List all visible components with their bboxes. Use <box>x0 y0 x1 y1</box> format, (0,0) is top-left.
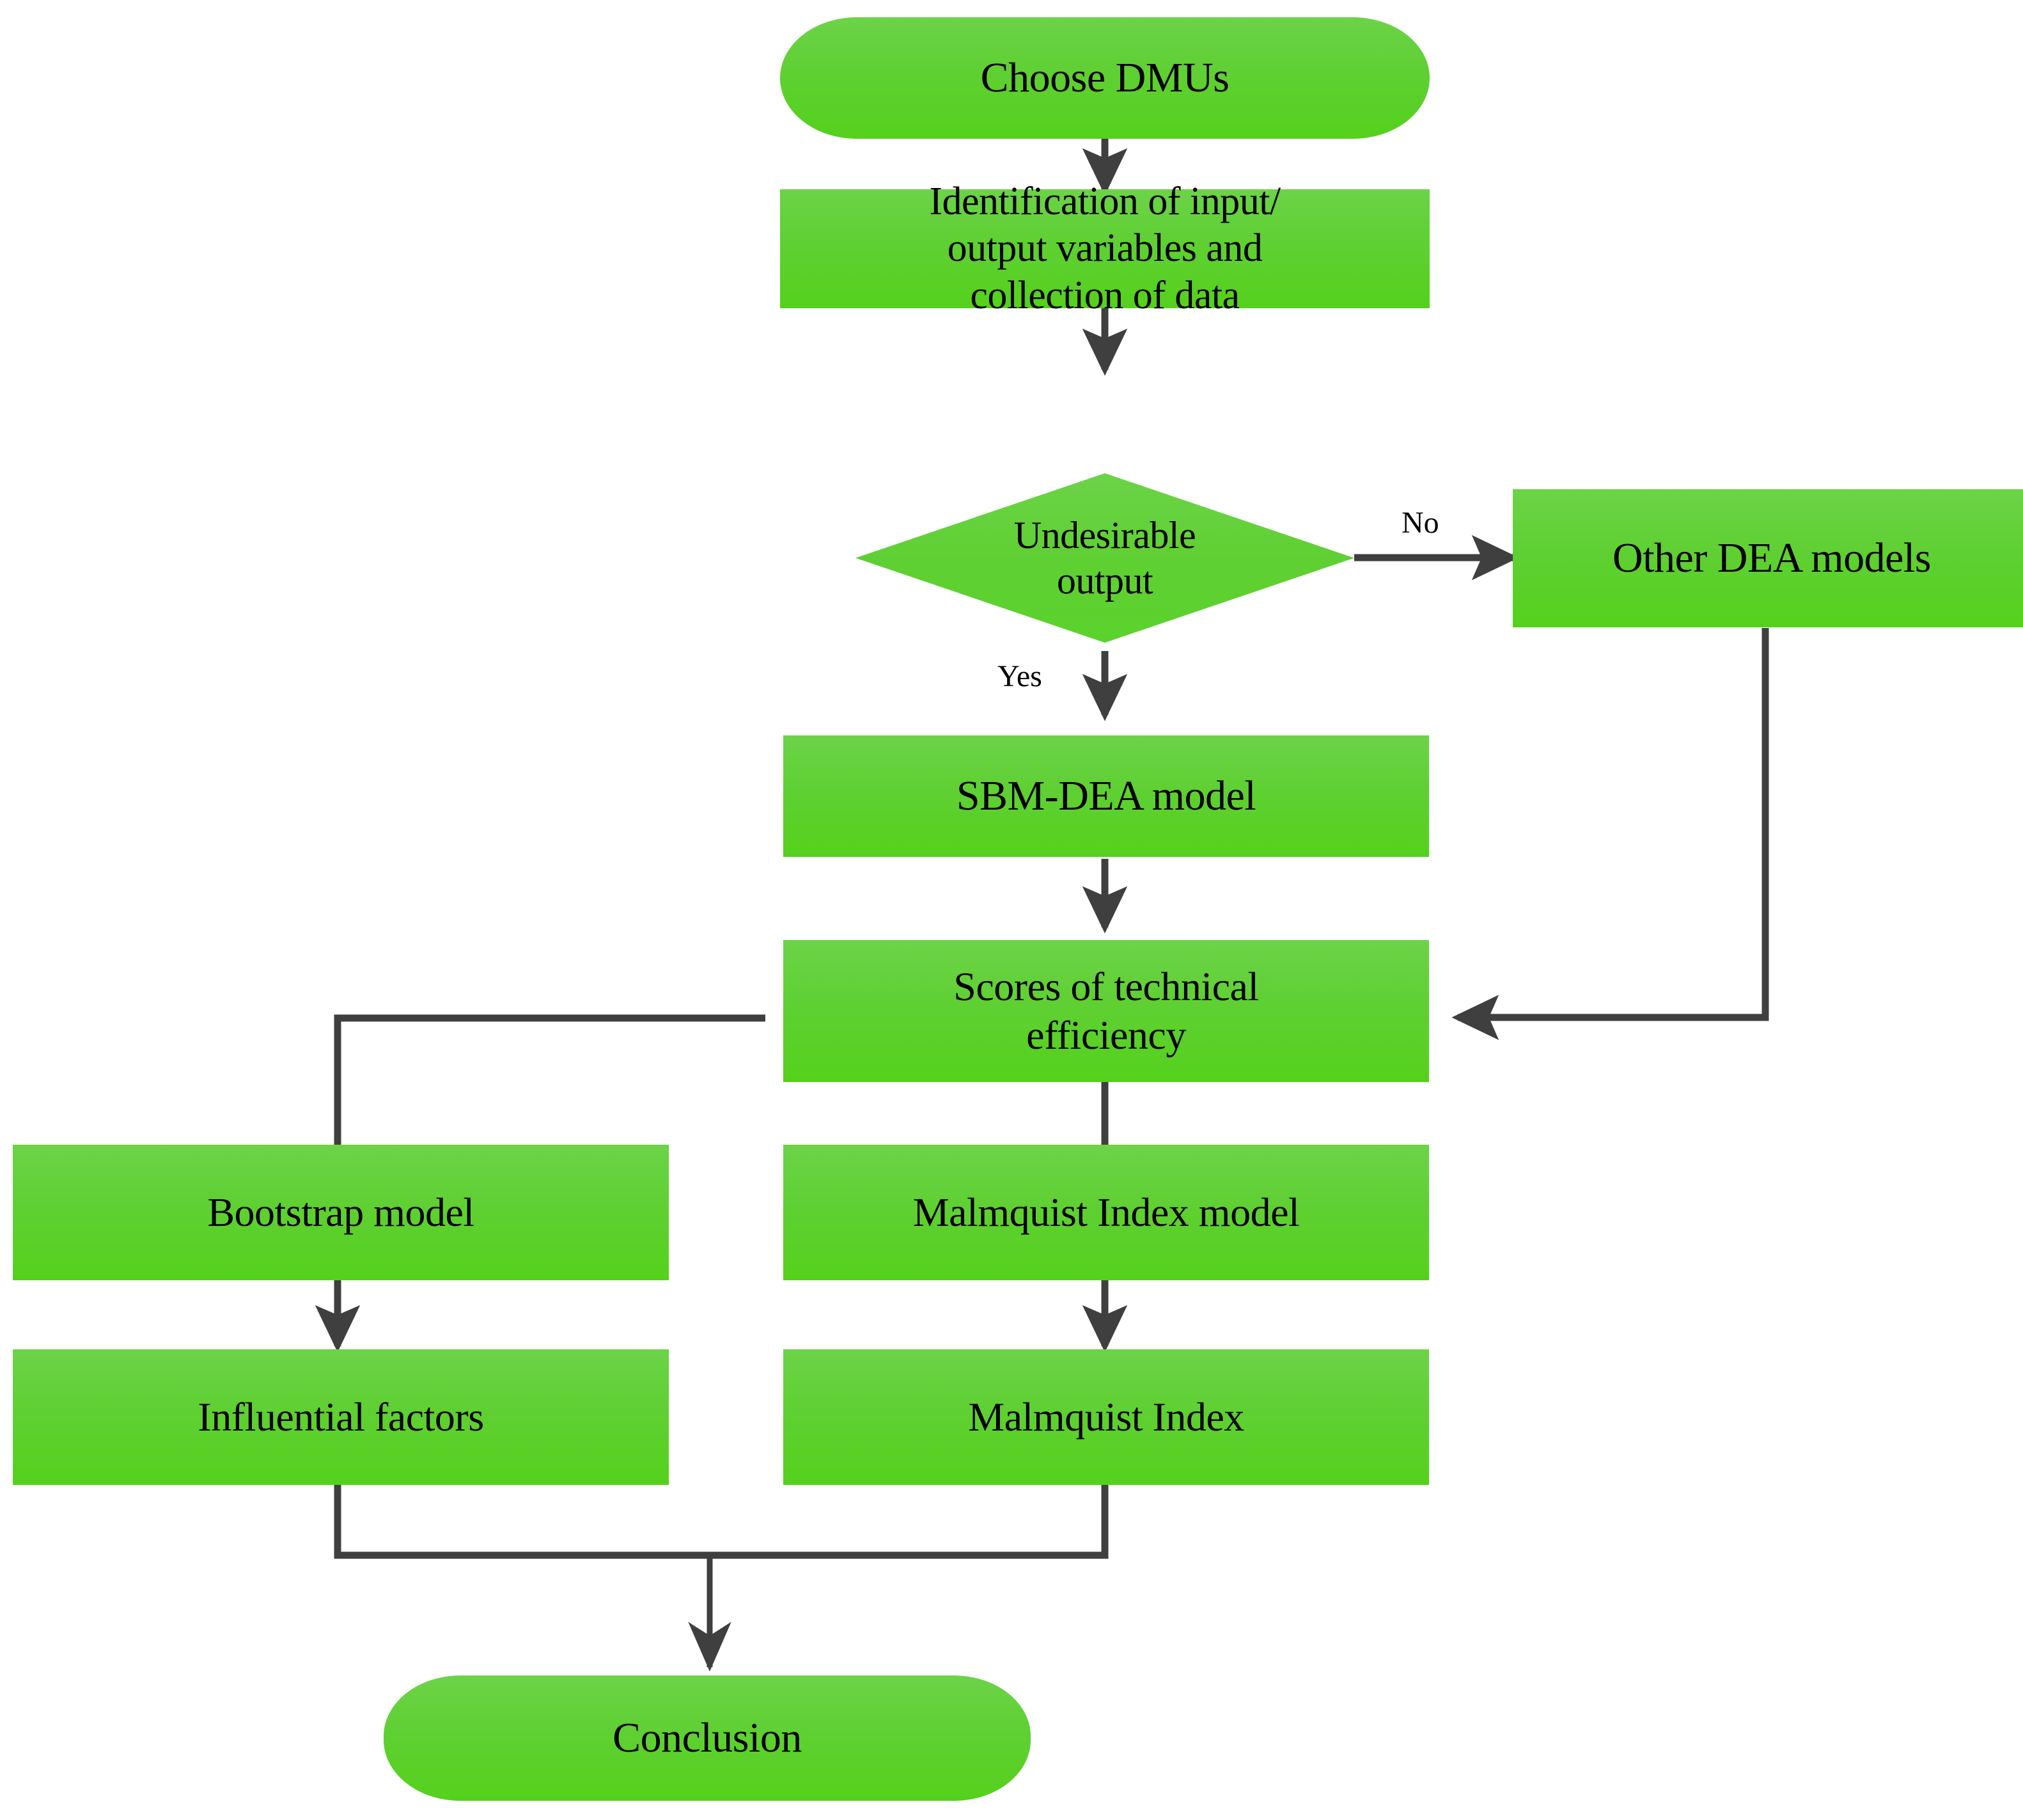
node-scores-label-line2: efficiency <box>1026 1012 1186 1058</box>
edge-merge-to-conclusion <box>334 1485 1109 1559</box>
node-malmquist-index[interactable]: Malmquist Index <box>783 1349 1429 1485</box>
node-influential-factors-label: Influential factors <box>198 1394 484 1440</box>
node-identification-label-line2: output variables and <box>947 226 1263 271</box>
node-undesirable-output[interactable]: Undesirable output <box>855 473 1354 643</box>
node-malmquist-index-label: Malmquist Index <box>968 1394 1244 1440</box>
node-scores-label-line1: Scores of technical <box>953 964 1259 1010</box>
edge-label-yes: Yes <box>997 659 1042 693</box>
node-conclusion-label: Conclusion <box>613 1714 802 1762</box>
edge-label-no: No <box>1402 506 1439 540</box>
node-sbm-dea-model[interactable]: SBM-DEA model <box>783 735 1429 857</box>
node-identification-label-line1: Identification of input/ <box>929 180 1281 224</box>
node-choose-dmus-label: Choose DMUs <box>980 54 1230 102</box>
node-malmquist-index-model-label: Malmquist Index model <box>912 1189 1300 1236</box>
node-choose-dmus[interactable]: Choose DMUs <box>780 17 1430 139</box>
node-other-dea-models[interactable]: Other DEA models <box>1513 489 2023 627</box>
node-bootstrap-model[interactable]: Bootstrap model <box>13 1145 669 1280</box>
node-undesirable-output-label-line1: Undesirable <box>1013 514 1196 556</box>
node-identification[interactable]: Identification of input/ output variable… <box>780 180 1430 317</box>
node-malmquist-index-model[interactable]: Malmquist Index model <box>783 1145 1429 1280</box>
node-undesirable-output-label-line2: output <box>1056 559 1153 602</box>
node-influential-factors[interactable]: Influential factors <box>13 1349 669 1485</box>
node-other-dea-models-label: Other DEA models <box>1613 535 1931 582</box>
node-bootstrap-model-label: Bootstrap model <box>207 1189 474 1236</box>
edge-other-dea-to-scores <box>1451 628 1769 1040</box>
node-identification-label-line3: collection of data <box>970 273 1240 317</box>
node-conclusion[interactable]: Conclusion <box>384 1675 1031 1801</box>
node-scores-of-technical-efficiency[interactable]: Scores of technical efficiency <box>783 940 1429 1082</box>
node-sbm-dea-model-label: SBM-DEA model <box>956 773 1256 820</box>
